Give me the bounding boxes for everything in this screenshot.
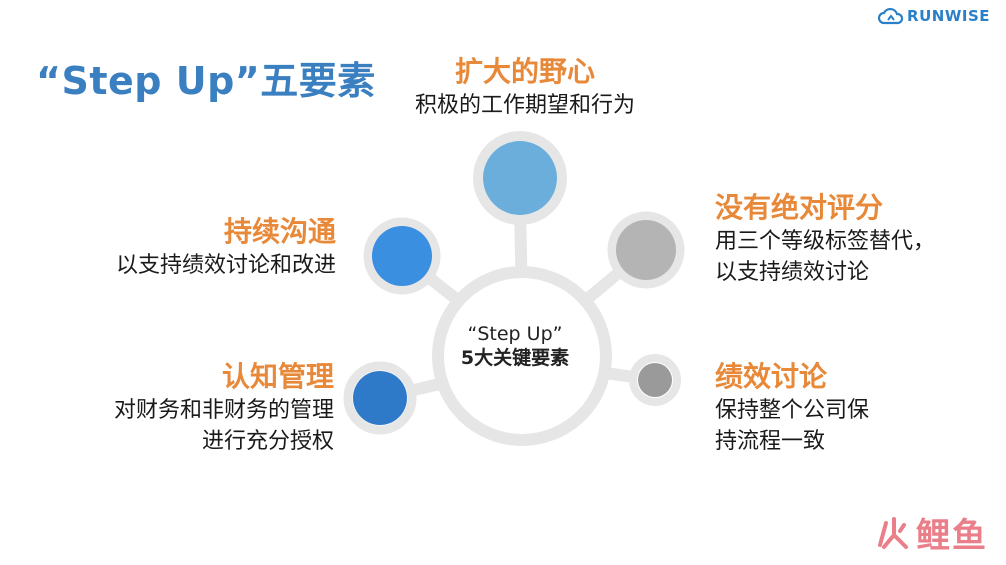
fire-icon bbox=[878, 516, 908, 549]
item-right-upper-desc-2: 以支持绩效讨论 bbox=[715, 260, 870, 285]
cloud-icon bbox=[878, 7, 904, 25]
item-left-upper-title: 持续沟通 bbox=[223, 215, 336, 248]
item-right-upper-desc-1: 用三个等级标签替代， bbox=[715, 229, 936, 254]
center-label: “Step Up” 5大关键要素 bbox=[440, 322, 590, 370]
watermark-text: 鲤鱼 bbox=[916, 516, 988, 556]
logo-text: RUNWISE bbox=[907, 7, 990, 25]
node-right-upper bbox=[616, 220, 676, 280]
item-right-lower-desc-2: 持流程一致 bbox=[715, 429, 826, 454]
item-top: 扩大的野心 积极的工作期望和行为 bbox=[380, 50, 670, 121]
item-left-lower-desc-1: 对财务和非财务的管理 bbox=[113, 398, 334, 423]
item-right-lower-title: 绩效讨论 bbox=[715, 360, 828, 393]
center-ring bbox=[432, 266, 612, 446]
item-left-lower: 认知管理 对财务和非财务的管理 进行充分授权 bbox=[114, 355, 334, 457]
node-top bbox=[483, 141, 557, 215]
runwise-logo: RUNWISE bbox=[878, 6, 990, 26]
center-line-2: 5大关键要素 bbox=[460, 347, 570, 369]
item-top-desc: 积极的工作期望和行为 bbox=[414, 93, 635, 118]
node-right-lower bbox=[638, 363, 672, 397]
item-right-upper-title: 没有绝对评分 bbox=[715, 191, 884, 224]
item-left-upper: 持续沟通 以支持绩效讨论和改进 bbox=[116, 210, 336, 281]
watermark: 鲤鱼 bbox=[874, 508, 988, 557]
item-left-lower-title: 认知管理 bbox=[221, 360, 334, 393]
item-right-lower: 绩效讨论 保持整个公司保 持流程一致 bbox=[715, 355, 869, 457]
center-line-1: “Step Up” bbox=[467, 323, 563, 345]
item-right-lower-desc-1: 保持整个公司保 bbox=[715, 398, 870, 423]
item-top-title: 扩大的野心 bbox=[454, 55, 595, 88]
node-left-upper bbox=[372, 226, 432, 286]
page-title: “Step Up”五要素 bbox=[36, 59, 376, 103]
item-right-upper: 没有绝对评分 用三个等级标签替代， 以支持绩效讨论 bbox=[715, 186, 935, 288]
node-left-lower bbox=[353, 371, 407, 425]
item-left-lower-desc-2: 进行充分授权 bbox=[201, 429, 334, 454]
item-left-upper-desc: 以支持绩效讨论和改进 bbox=[115, 253, 336, 278]
